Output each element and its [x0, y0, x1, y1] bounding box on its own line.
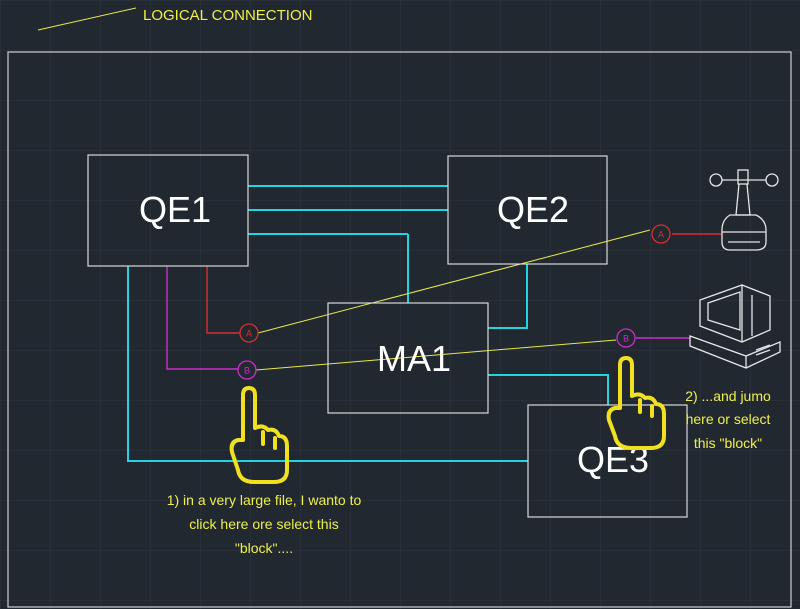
connector-a-right-label: A — [658, 230, 664, 240]
hand-pointer-icon-2 — [606, 356, 666, 450]
block-qe3-label: QE3 — [577, 439, 649, 480]
note-2-line-1: 2) ...and jumo — [685, 388, 771, 404]
block-qe3[interactable]: QE3 — [527, 404, 688, 518]
anemometer-icon[interactable] — [709, 169, 779, 251]
legend-label: LOGICAL CONNECTION — [143, 7, 312, 24]
drawing-frame — [7, 51, 792, 608]
block-ma1-label: MA1 — [377, 338, 451, 379]
block-qe1-outline[interactable] — [87, 154, 249, 267]
note-1: 1) in a very large file, I wanto to clic… — [167, 492, 362, 556]
note-2-line-3: this "block" — [694, 435, 762, 451]
block-qe2-label: QE2 — [497, 189, 569, 230]
magenta-wires[interactable] — [166, 266, 690, 370]
block-qe2-outline[interactable] — [447, 155, 608, 265]
block-qe1[interactable]: QE1 — [87, 154, 249, 267]
computer-icon[interactable] — [689, 284, 781, 369]
connector-a-left-label: A — [246, 329, 252, 339]
block-qe1-label: QE1 — [139, 189, 211, 230]
note-1-line-3: "block".... — [235, 540, 293, 556]
note-2-line-2: here or select — [686, 411, 771, 427]
connector-b-left[interactable]: B — [237, 360, 257, 380]
legend-line — [37, 7, 137, 31]
block-ma1-outline[interactable] — [327, 302, 489, 414]
note-1-line-2: click here ore select this — [189, 516, 338, 532]
cyan-wires[interactable] — [127, 185, 609, 462]
block-qe3-outline[interactable] — [527, 404, 688, 518]
logical-connection-a[interactable] — [257, 229, 651, 334]
connector-a-right[interactable]: A — [651, 224, 671, 244]
logical-connection-b[interactable] — [255, 339, 617, 371]
block-qe2[interactable]: QE2 — [447, 155, 608, 265]
note-2: 2) ...and jumo here or select this "bloc… — [685, 388, 771, 451]
hand-pointer-icon — [229, 386, 289, 484]
connector-b-left-label: B — [244, 366, 250, 376]
block-ma1[interactable]: MA1 — [327, 302, 489, 414]
connector-b-right[interactable]: B — [616, 328, 636, 348]
red-wires[interactable] — [206, 233, 722, 334]
note-1-line-1: 1) in a very large file, I wanto to — [167, 492, 362, 508]
connector-a-left[interactable]: A — [239, 323, 259, 343]
connector-b-right-label: B — [623, 334, 629, 344]
